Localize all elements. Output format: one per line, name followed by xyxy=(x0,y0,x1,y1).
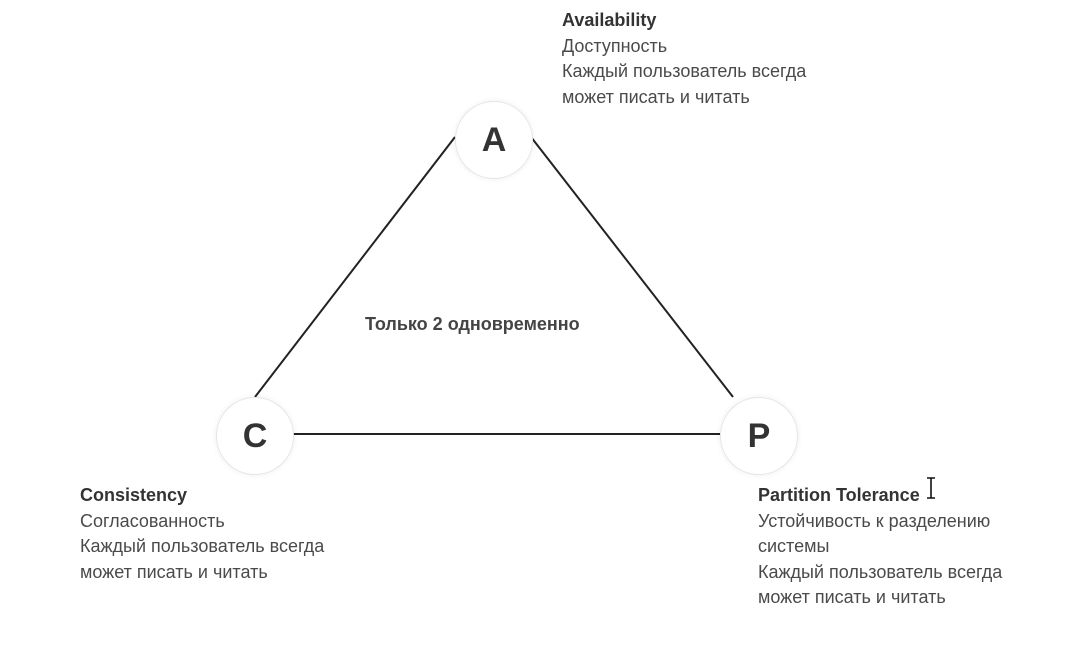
partition-tolerance-line: может писать и читать xyxy=(758,587,946,607)
partition-tolerance-description: Partition Tolerance Устойчивость к разде… xyxy=(758,483,1002,611)
consistency-description: Consistency Согласованность Каждый польз… xyxy=(80,483,324,585)
node-letter-p: P xyxy=(747,416,771,455)
node-partition-tolerance: P xyxy=(720,397,798,475)
availability-line: Каждый пользователь всегда xyxy=(562,61,807,81)
node-letter-c: C xyxy=(242,416,268,455)
availability-line: может писать и читать xyxy=(562,86,750,107)
availability-description: Availability Доступность Каждый пользова… xyxy=(562,8,806,110)
availability-title: Availability xyxy=(562,10,657,30)
consistency-line: Каждый пользователь всегда xyxy=(80,536,325,556)
node-availability: A xyxy=(455,101,533,179)
consistency-line: Согласованность xyxy=(80,510,225,531)
edge-a-c xyxy=(254,136,456,398)
consistency-line: может писать и читать xyxy=(80,561,268,582)
consistency-title: Consistency xyxy=(80,485,188,505)
edge-a-p xyxy=(530,136,734,398)
availability-line: Доступность xyxy=(562,35,668,56)
node-letter-a: A xyxy=(481,120,507,159)
partition-tolerance-line: Каждый пользователь всегда xyxy=(758,561,1003,582)
partition-tolerance-title: Partition Tolerance xyxy=(758,485,920,505)
partition-tolerance-line: Устойчивость к разделению xyxy=(758,510,991,531)
center-note: Только 2 одновременно xyxy=(365,314,580,334)
node-consistency: C xyxy=(216,397,294,475)
partition-tolerance-line: системы xyxy=(758,536,830,556)
text-cursor-icon xyxy=(927,477,935,499)
